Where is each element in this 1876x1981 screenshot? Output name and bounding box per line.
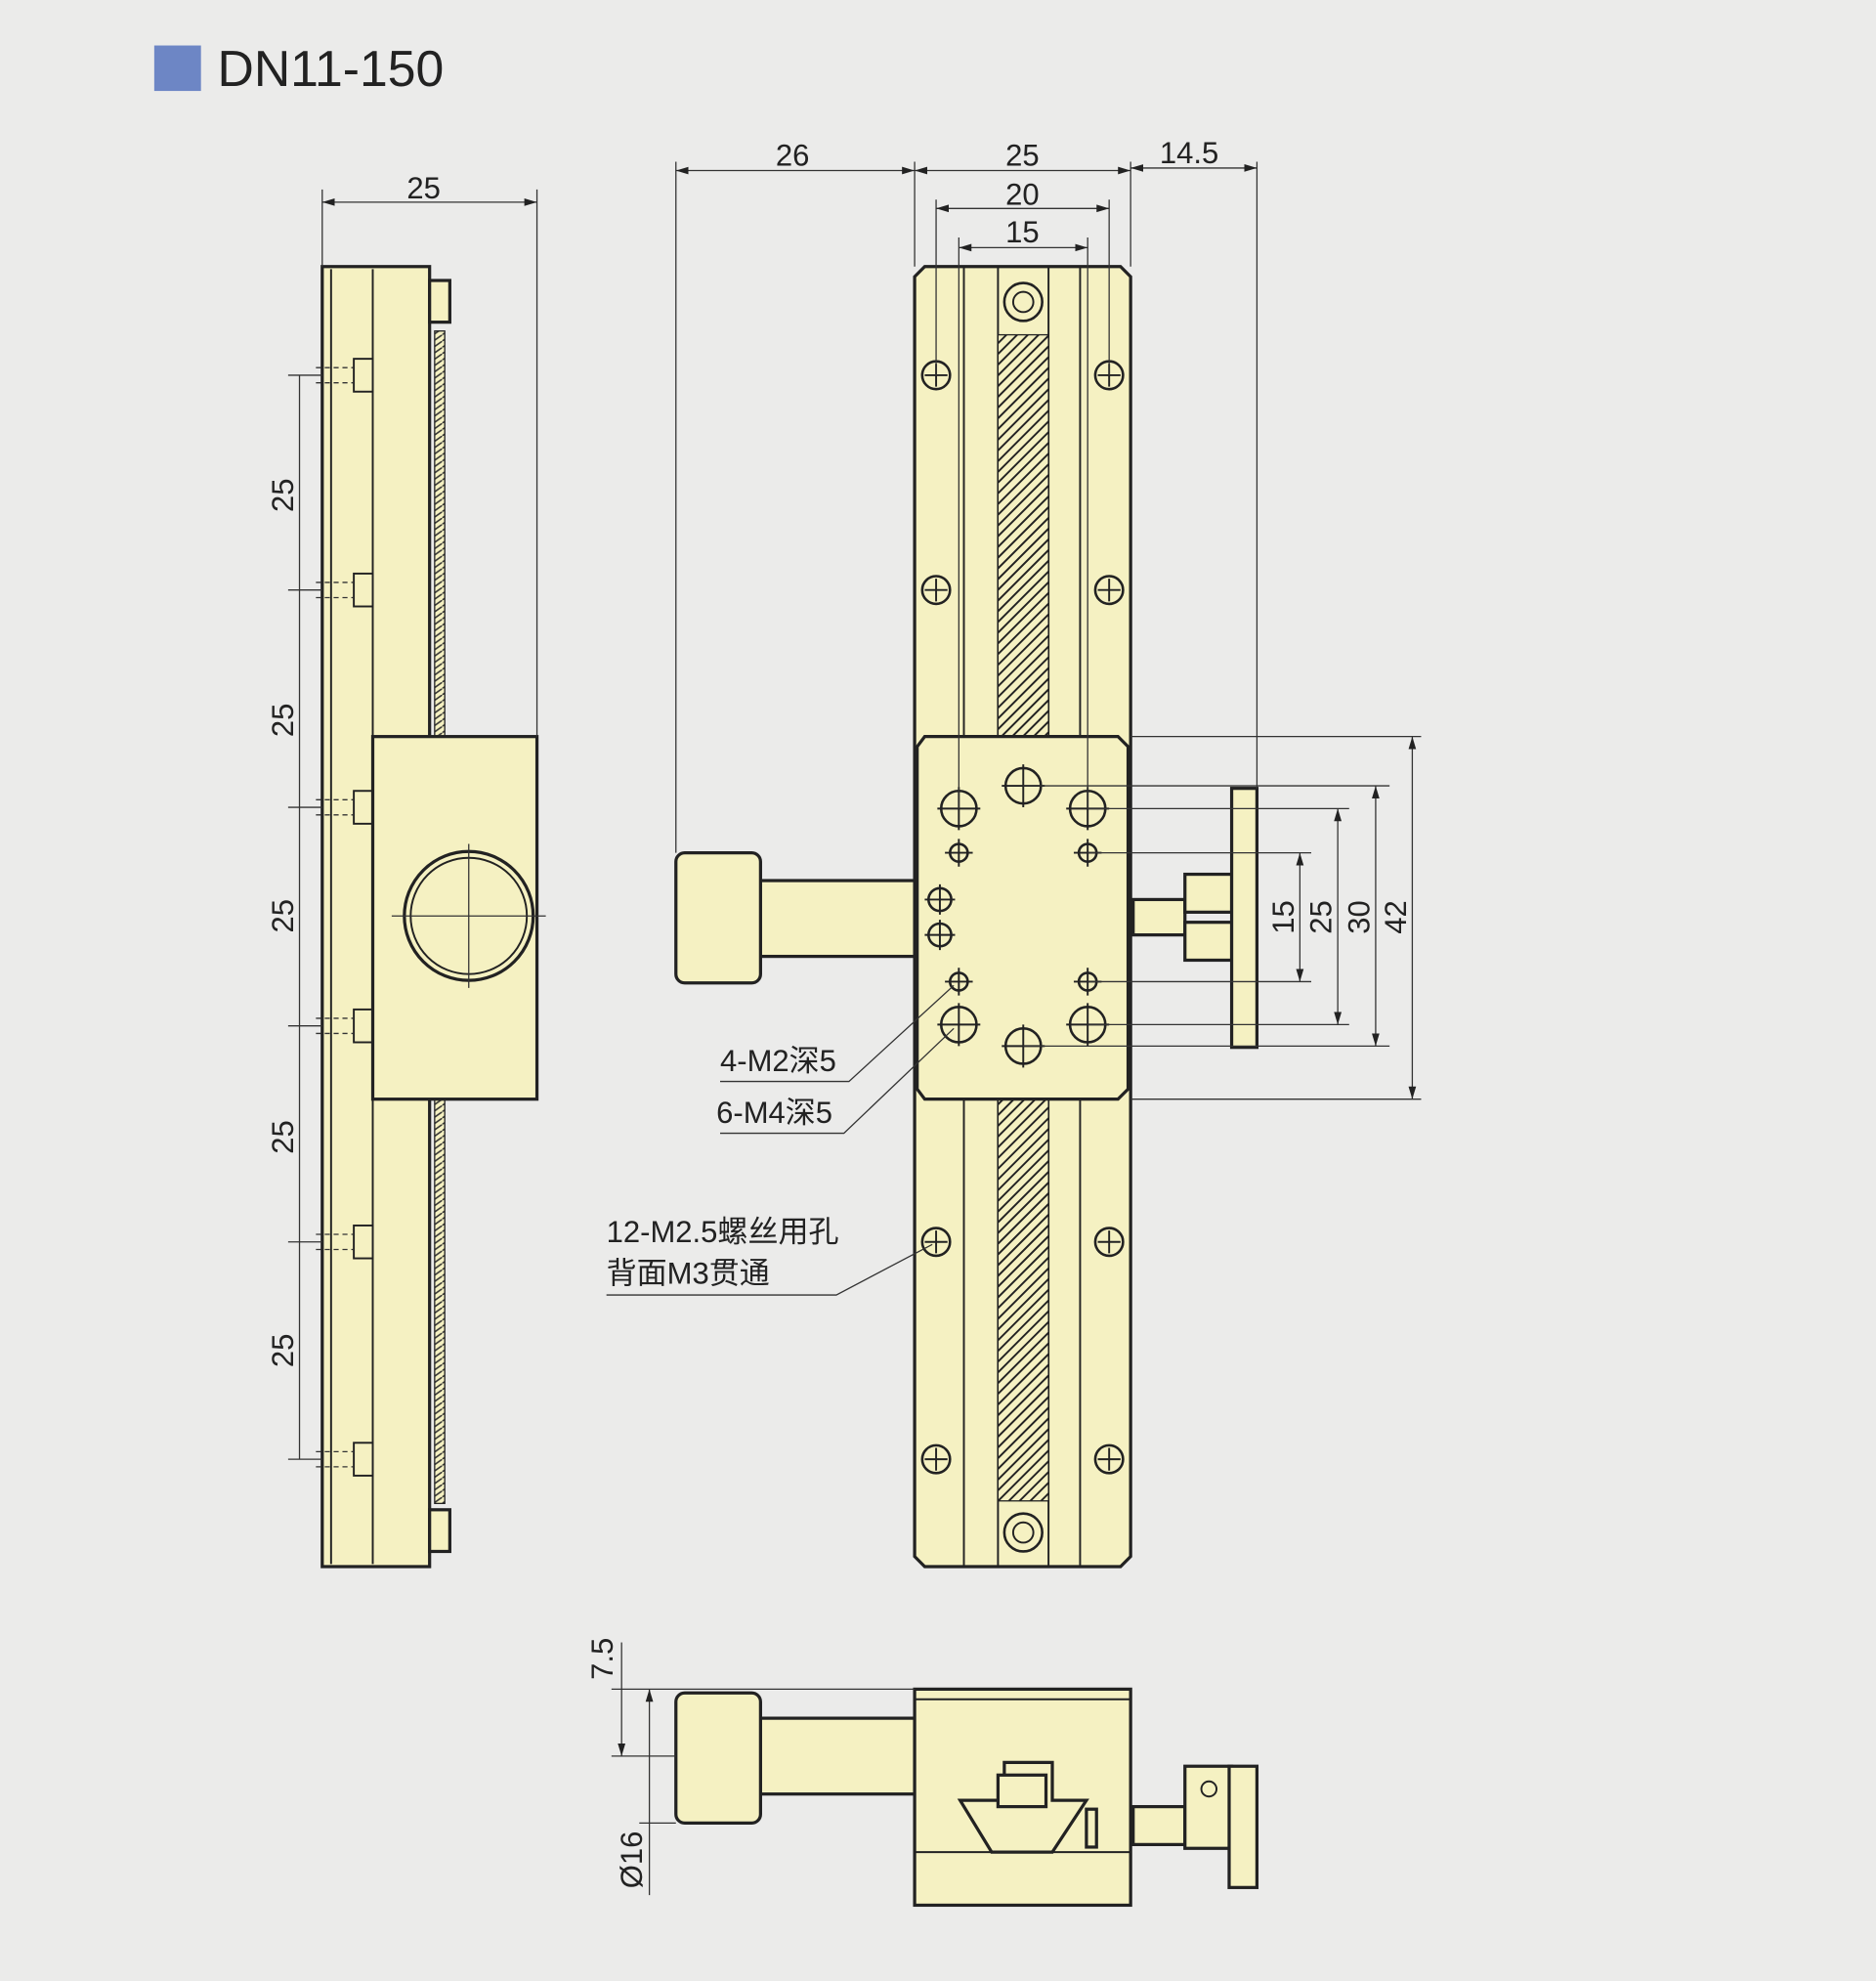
- pitch-dim-3: 25: [266, 899, 300, 933]
- pitch-dim-5: 25: [266, 1334, 300, 1368]
- top-view: 26 25 14.5 20 15 15 25 30 42 4-M2深5 6-M4…: [607, 136, 1422, 1569]
- dim-knob-26: 26: [776, 138, 810, 172]
- dim-holes-20: 20: [1005, 177, 1040, 211]
- side-screw-marks: [316, 358, 374, 1477]
- model-title: DN11-150: [217, 40, 444, 97]
- dim-holes-15: 15: [1005, 215, 1040, 249]
- dim-micrometer-14.5: 14.5: [1160, 136, 1218, 170]
- callout-screw-holes: 12-M2.5螺丝用孔: [607, 1215, 839, 1249]
- pitch-dim-1: 25: [266, 478, 300, 512]
- end-view: 7.5 Ø16: [585, 1638, 1259, 1908]
- callout-m2-holes: 4-M2深5: [720, 1044, 836, 1078]
- dim-right-42: 42: [1379, 900, 1413, 934]
- dim-diameter-16: Ø16: [615, 1831, 649, 1889]
- pitch-dim-2: 25: [266, 704, 300, 738]
- side-view: 25 25 25 25 25 25: [266, 171, 546, 1569]
- title-marker: [153, 45, 201, 92]
- callout-back-m3: 背面M3贯通: [607, 1256, 770, 1290]
- dim-right-15: 15: [1266, 900, 1300, 934]
- dim-right-25: 25: [1304, 900, 1339, 934]
- dim-right-30: 30: [1342, 900, 1376, 934]
- side-width-dim: 25: [406, 171, 441, 205]
- dim-height-7.5: 7.5: [585, 1638, 619, 1680]
- pitch-dim-4: 25: [266, 1120, 300, 1154]
- dim-body-25: 25: [1005, 138, 1040, 172]
- callout-m4-holes: 6-M4深5: [716, 1096, 832, 1130]
